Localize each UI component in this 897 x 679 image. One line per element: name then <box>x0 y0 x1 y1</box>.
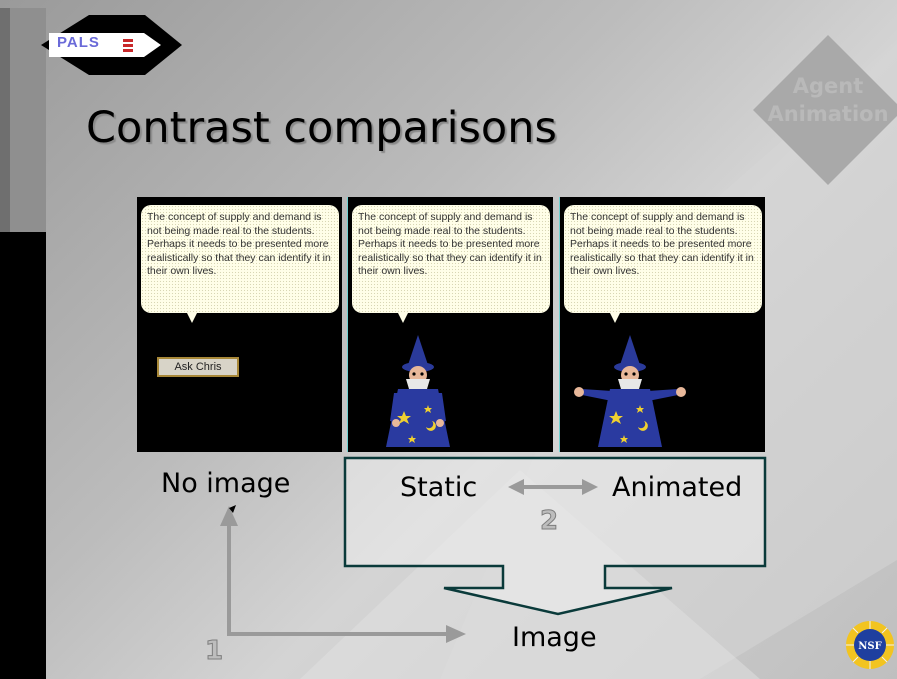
panel-animated: The concept of supply and demand is not … <box>559 197 765 452</box>
left-accent-bar-dark <box>0 8 10 232</box>
label-static: Static <box>400 472 478 503</box>
ask-chris-button[interactable]: Ask Chris <box>157 357 239 377</box>
speech-bubble: The concept of supply and demand is not … <box>564 205 762 313</box>
speech-bubble-tail <box>187 313 197 323</box>
axis-arrow-up-head <box>220 506 238 526</box>
speech-bubble: The concept of supply and demand is not … <box>141 205 339 313</box>
step-number-2: 2 <box>539 506 559 537</box>
speech-bubble-text: The concept of supply and demand is not … <box>147 211 331 278</box>
axis-arrow-right-head <box>446 625 466 643</box>
agent-animation-badge-text: Agent Animation <box>767 74 889 126</box>
label-animated: Animated <box>612 472 743 503</box>
speech-bubble-tail <box>398 313 408 323</box>
nsf-logo-text: NSF <box>858 641 881 652</box>
wizard-static-icon <box>386 335 450 447</box>
wizard-animated-icon <box>574 335 686 447</box>
left-accent-bar-black <box>0 232 46 679</box>
panel-no-image: The concept of supply and demand is not … <box>137 197 342 452</box>
slide-title: Contrast comparisons <box>86 103 557 153</box>
label-no-image: No image <box>161 468 291 499</box>
speech-bubble-tail <box>610 313 620 323</box>
double-arrow-right-head <box>582 479 598 495</box>
comparison-frame-arrow <box>343 456 767 616</box>
label-image: Image <box>512 622 597 653</box>
speech-bubble: The concept of supply and demand is not … <box>352 205 550 313</box>
speech-bubble-text: The concept of supply and demand is not … <box>570 211 754 278</box>
pals-logo <box>41 15 182 75</box>
step-number-1: 1 <box>204 636 224 667</box>
double-arrow-left-head <box>508 479 524 495</box>
agent-animation-badge <box>753 35 897 185</box>
panel-static: The concept of supply and demand is not … <box>347 197 553 452</box>
speech-bubble-text: The concept of supply and demand is not … <box>358 211 542 278</box>
nsf-logo: NSF <box>846 621 894 669</box>
axis-arrow-tip-mark <box>229 505 236 513</box>
left-accent-bar-grey <box>10 8 46 232</box>
pals-logo-text: PALS <box>57 34 100 51</box>
